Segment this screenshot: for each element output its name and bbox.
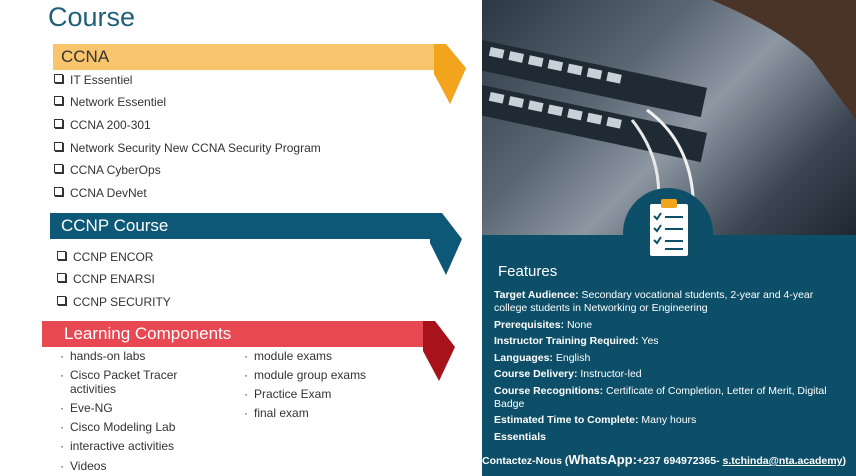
clipboard-checklist-icon [650,199,688,256]
feature-estimated-time: Estimated Time to Complete: Many hours [494,414,697,426]
list-item[interactable]: ·Videos [60,459,107,473]
checkbox-icon [54,142,63,151]
list-item[interactable]: ·Cisco Modeling Lab [60,420,176,434]
learning-banner: Learning Components [42,321,426,347]
list-item[interactable]: ·interactive activities [60,439,175,453]
list-item[interactable]: CCNP ENARSI [57,272,155,286]
list-item[interactable]: CCNA CyberOps [54,163,161,177]
checkbox-icon [54,164,63,173]
checkbox-icon [54,74,63,83]
contact-line: Contactez-Nous (WhatsApp:+237 694972365-… [482,452,846,467]
features-heading: Features [498,263,558,280]
feature-course-delivery: Course Delivery: Instructor-led [494,368,642,380]
bullet-icon: · [244,387,248,401]
learning-arrow-icon [423,321,455,381]
bullet-icon: · [60,368,64,382]
bullet-icon: · [244,368,248,382]
bullet-icon: · [244,349,248,363]
bullet-icon: · [60,420,64,434]
page-title: Course [48,2,136,32]
list-item[interactable]: ·hands-on labs [60,349,146,363]
list-item[interactable]: ·final exam [244,406,309,420]
list-item[interactable]: CCNP ENCOR [57,250,153,264]
feature-essentials: Essentials [494,431,546,443]
checkbox-icon [54,187,63,196]
list-item[interactable]: Network Essentiel [54,95,166,109]
checkbox-icon [57,296,66,305]
list-item[interactable]: ·Practice Exam [244,387,332,401]
ccnp-arrow-icon [430,213,462,275]
list-item[interactable]: CCNA DevNet [54,186,147,200]
bullet-icon: · [60,349,64,363]
list-item[interactable]: CCNP SECURITY [57,295,171,309]
bullet-icon: · [60,401,64,415]
clipboard-badge [623,188,713,278]
ccna-arrow-icon [434,44,466,104]
feature-target-audience: Target Audience: Secondary vocational st… [494,289,814,314]
list-item[interactable]: ·Eve-NG [60,401,113,415]
list-item[interactable]: IT Essentiel [54,73,132,87]
feature-languages: Languages: English [494,352,591,364]
feature-instructor-training: Instructor Training Required: Yes [494,335,659,347]
feature-course-recognitions: Course Recognitions: Certificate of Comp… [494,385,827,410]
list-item[interactable]: CCNA 200-301 [54,118,151,132]
bullet-icon: · [244,406,248,420]
list-item[interactable]: Network Security New CCNA Security Progr… [54,141,321,155]
ccna-banner: CCNA [53,44,437,70]
email-link[interactable]: s.tchinda@nta.academy [722,455,843,467]
list-item[interactable]: ·module group exams [244,368,367,382]
checkbox-icon [54,119,63,128]
ccnp-banner: CCNP Course [50,213,433,239]
feature-prerequisites: Prerequisites: None [494,319,593,331]
list-item[interactable]: ·module exams [244,349,333,363]
checkbox-icon [57,273,66,282]
bullet-icon: · [60,439,64,453]
list-item[interactable]: ·Cisco Packet Tracer activities [60,368,178,396]
switch-illustration [482,0,856,235]
checkbox-icon [57,251,66,260]
checkbox-icon [54,96,63,105]
bullet-icon: · [60,459,64,473]
